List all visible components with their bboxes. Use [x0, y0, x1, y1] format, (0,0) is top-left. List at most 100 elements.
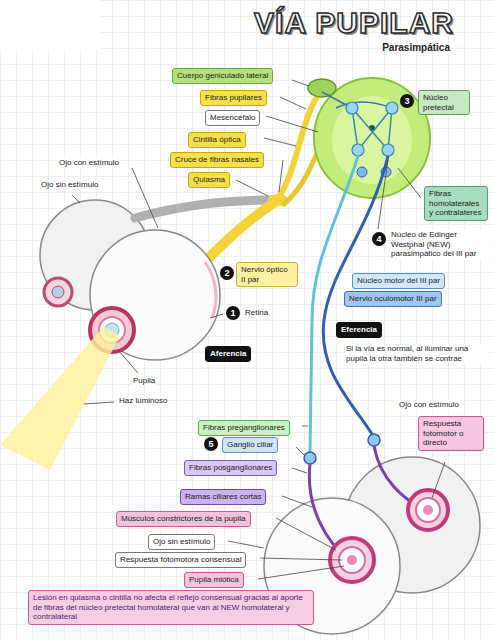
label-box: Respuesta fotomotora consensual	[115, 552, 246, 568]
callout-number: 3	[400, 94, 414, 108]
label-text: Nervio óptico II par	[241, 265, 293, 284]
leader-line	[279, 160, 283, 192]
iris-ring	[416, 498, 440, 522]
leader-lines	[72, 80, 445, 579]
label-text: Ojo sin estímulo	[153, 537, 210, 547]
motor-nucleus	[357, 167, 367, 177]
ciliary-ganglion	[368, 434, 380, 446]
label-box: Fibras pupilares	[200, 90, 267, 106]
label-box: Núcleo pretectal	[418, 90, 470, 115]
midbrain	[314, 78, 430, 198]
callout-number: 1	[226, 306, 240, 320]
leader-line	[260, 558, 342, 560]
callout-number: 5	[204, 437, 218, 451]
part-label: Ojo con estímulo	[58, 158, 120, 168]
ew-nucleus	[382, 144, 394, 156]
leader-line	[302, 426, 308, 427]
label-text: Mesencéfalo	[210, 113, 255, 123]
light-beam	[0, 326, 120, 470]
label-box: Cintilla óptica	[188, 132, 246, 148]
leader-line	[264, 138, 296, 146]
label-text: Quiasma	[193, 175, 225, 185]
label-text: Aferencia	[210, 349, 246, 359]
label-box: Fibras preganglionares	[198, 420, 290, 436]
label-text: Núcleo motor del III par	[357, 276, 440, 286]
label-text: Núcleo pretectal	[423, 93, 465, 112]
part-label: Ojo con estímulo	[398, 400, 460, 410]
label-box: Cruce de fibras nasales	[170, 152, 264, 168]
label-box: Ganglio ciliar	[222, 437, 278, 453]
label-text: Ramas ciliares cortas	[185, 492, 261, 502]
callout-number: 4	[372, 232, 386, 246]
label-box: Quiasma	[188, 172, 230, 188]
iris	[408, 490, 448, 530]
label-text: Respuesta fotomotora consensual	[120, 555, 241, 565]
part-label: Núcleo de Edinger Westphal (NEW) parasim…	[390, 230, 490, 259]
label-text: Eferencia	[341, 325, 377, 335]
ew-nucleus	[352, 144, 364, 156]
part-label: Haz luminoso	[118, 396, 168, 406]
geniculate-body	[308, 79, 336, 97]
label-text: Fibras pupilares	[205, 93, 262, 103]
label-text: Pupila miótica	[189, 575, 239, 585]
label-box: Eferencia	[336, 322, 382, 338]
label-box: Nervio oculomotor III par	[344, 291, 442, 307]
label-box: Lesión en quiasma o cintilla no afecta e…	[28, 590, 314, 625]
label-text: Músculos constrictores de la pupila	[121, 514, 246, 524]
pretectal-nucleus	[346, 102, 358, 114]
leader-line	[266, 116, 318, 132]
blank-patch	[0, 0, 100, 50]
optic-nerve	[205, 200, 278, 262]
title: VÍA PUPILAR	[254, 6, 454, 39]
leader-line	[292, 80, 309, 86]
leader-line	[84, 402, 114, 404]
label-text: Fibras preganglionares	[203, 423, 285, 433]
label-box: Mesencéfalo	[205, 110, 260, 126]
label-text: Nervio oculomotor III par	[349, 294, 437, 304]
part-label: Si la vía es normal, al iluminar una pup…	[345, 344, 489, 363]
part-label: Retina	[244, 308, 269, 318]
pupil	[423, 505, 433, 515]
leader-line	[132, 168, 158, 228]
label-box: Núcleo motor del III par	[352, 273, 445, 289]
pupillary-fiber	[336, 102, 392, 108]
pupil	[347, 555, 357, 565]
label-box: Músculos constrictores de la pupila	[116, 511, 251, 527]
label-text: Cruce de fibras nasales	[175, 155, 259, 165]
label-text: Cuerpo geniculado lateral	[177, 71, 268, 81]
label-text: Lesión en quiasma o cintilla no afecta e…	[33, 593, 309, 622]
label-text: Cintilla óptica	[193, 135, 241, 145]
label-text: Fibras posganglionares	[189, 463, 272, 473]
leader-line	[378, 160, 388, 229]
leader-line	[228, 541, 264, 548]
label-text: Respuesta fotomotor o directo	[423, 419, 479, 448]
leader-line	[280, 97, 306, 109]
label-text: Ganglio ciliar	[227, 440, 273, 450]
label-box: Cuerpo geniculado lateral	[172, 68, 273, 84]
label-box: Ramas ciliares cortas	[180, 489, 266, 505]
label-box: Nervio óptico II par	[236, 262, 298, 287]
part-label: Ojo sin estímulo	[40, 180, 99, 190]
leader-line	[296, 447, 304, 455]
ciliary-ganglion	[304, 452, 316, 464]
label-box: Pupila miótica	[184, 572, 244, 588]
label-box: Ojo sin estímulo	[148, 534, 215, 550]
subtitle: Parasimpática	[382, 42, 450, 54]
leader-line	[210, 314, 223, 318]
label-text: Fibras homolaterales y contralateres	[429, 189, 483, 218]
leader-line	[276, 518, 336, 550]
callout-number: 2	[220, 266, 234, 280]
leader-line	[118, 350, 138, 373]
leader-line	[282, 496, 312, 507]
leader-line	[292, 468, 307, 473]
leader-line	[432, 462, 445, 498]
retina	[205, 262, 216, 318]
leader-line	[236, 180, 268, 196]
leader-line	[258, 566, 344, 579]
iris	[44, 278, 72, 306]
pretectal-nucleus	[386, 102, 398, 114]
part-label: Pupila	[132, 376, 156, 386]
